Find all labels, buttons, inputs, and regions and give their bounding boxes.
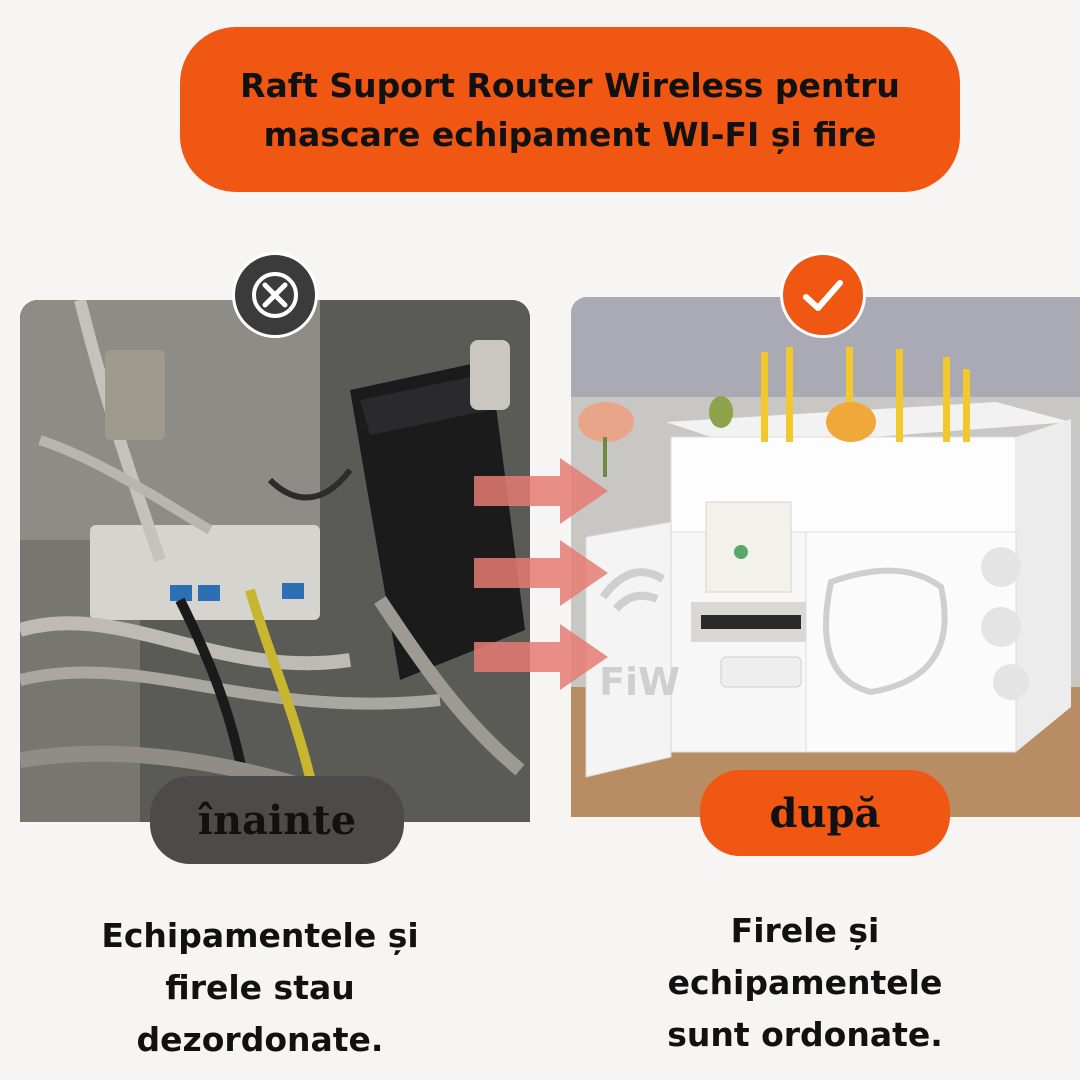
after-label: după <box>700 770 950 856</box>
arrow-right-icon <box>474 624 608 690</box>
before-label: înainte <box>150 776 404 864</box>
arrow-right-icon <box>474 458 608 524</box>
before-caption-line-1: Echipamentele și <box>101 916 419 955</box>
before-caption-line-2: firele stau <box>165 968 355 1007</box>
after-caption: Firele și echipamentele sunt ordonate. <box>630 905 980 1061</box>
after-caption-line-2: echipamentele <box>667 963 943 1002</box>
title-line-2: mascare echipament WI-FI și fire <box>263 114 877 154</box>
before-photo <box>20 300 530 822</box>
close-x-icon <box>232 252 318 338</box>
arrow-right-icon <box>474 540 608 606</box>
router-shelf-illustration: FiW <box>571 297 1080 817</box>
title-line-1: Raft Suport Router Wireless pentru <box>240 65 900 105</box>
after-caption-line-3: sunt ordonate. <box>667 1015 943 1054</box>
before-caption-line-3: dezordonate. <box>136 1020 384 1059</box>
checkmark-icon <box>780 252 866 338</box>
before-caption: Echipamentele și firele stau dezordonate… <box>80 910 440 1066</box>
after-caption-line-1: Firele și <box>730 911 880 950</box>
messy-cables-illustration <box>20 300 530 822</box>
title-banner: Raft Suport Router Wireless pentru masca… <box>180 27 960 192</box>
after-photo: FiW <box>571 297 1080 817</box>
door-wifi-text: FiW <box>599 660 680 704</box>
